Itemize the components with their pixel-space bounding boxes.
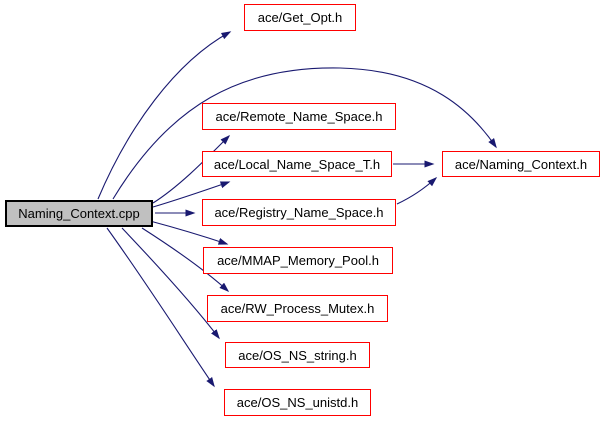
edge-cpp-to-os-ns-string	[121, 227, 220, 340]
node-label: ace/Get_Opt.h	[257, 10, 343, 25]
node-ace-os-ns-unistd-h[interactable]: ace/OS_NS_unistd.h	[224, 389, 371, 416]
edge-cpp-to-os-ns-unistd	[106, 227, 215, 388]
node-ace-naming-context-h[interactable]: ace/Naming_Context.h	[442, 151, 600, 177]
edge-registry-to-naming-context-h	[396, 176, 438, 205]
node-ace-rw-process-mutex-h[interactable]: ace/RW_Process_Mutex.h	[207, 295, 388, 322]
node-ace-os-ns-string-h[interactable]: ace/OS_NS_string.h	[225, 342, 370, 368]
node-label: ace/Naming_Context.h	[454, 156, 588, 172]
node-label: ace/Local_Name_Space_T.h	[213, 156, 381, 172]
node-ace-registry-name-space-h[interactable]: ace/Registry_Name_Space.h	[202, 199, 396, 226]
node-label: ace/Registry_Name_Space.h	[214, 205, 384, 220]
edge-cpp-to-local-name-space-t	[152, 181, 231, 208]
node-ace-local-name-space-t-h[interactable]: ace/Local_Name_Space_T.h	[202, 151, 392, 177]
node-ace-remote-name-space-h[interactable]: ace/Remote_Name_Space.h	[202, 103, 396, 130]
node-label: ace/MMAP_Memory_Pool.h	[217, 253, 379, 268]
node-label: Naming_Context.cpp	[18, 206, 140, 221]
node-label: ace/OS_NS_unistd.h	[236, 395, 359, 410]
edge-cpp-to-rw-process-mutex	[141, 227, 230, 293]
edge-cpp-to-remote-name-space	[152, 134, 231, 204]
node-label: ace/OS_NS_string.h	[238, 347, 357, 363]
node-ace-mmap-memory-pool-h[interactable]: ace/MMAP_Memory_Pool.h	[203, 247, 393, 274]
node-ace-get-opt-h[interactable]: ace/Get_Opt.h	[244, 4, 356, 31]
node-label: ace/RW_Process_Mutex.h	[220, 301, 375, 316]
edge-cpp-to-mmap-memory-pool	[149, 220, 229, 245]
node-naming-context-cpp: Naming_Context.cpp	[5, 200, 153, 227]
edge-cpp-to-naming-context-h	[112, 67, 497, 200]
node-label: ace/Remote_Name_Space.h	[215, 109, 383, 124]
edge-cpp-to-get-opt	[97, 31, 232, 200]
